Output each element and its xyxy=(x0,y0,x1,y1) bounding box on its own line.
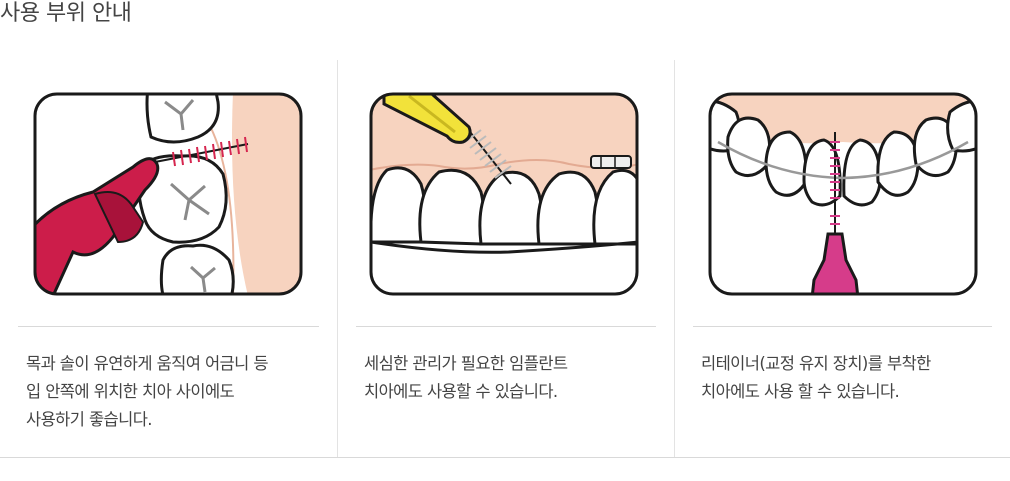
bottom-divider xyxy=(0,457,1010,458)
description-line: 목과 솔이 유연하게 움직여 어금니 등 xyxy=(26,354,269,373)
usage-cards: 목과 솔이 유연하게 움직여 어금니 등 입 안쪽에 위치한 치아 사이에도 사… xyxy=(0,60,1010,458)
card-divider xyxy=(18,326,319,327)
molar-interdental-brush-illustration xyxy=(33,92,303,296)
card-description: 목과 솔이 유연하게 움직여 어금니 등 입 안쪽에 위치한 치아 사이에도 사… xyxy=(26,350,319,434)
description-line: 사용하기 좋습니다. xyxy=(26,410,153,429)
description-line: 리테이너(교정 유지 장치)를 부착한 xyxy=(701,354,931,373)
usage-card-molar: 목과 솔이 유연하게 움직여 어금니 등 입 안쪽에 위치한 치아 사이에도 사… xyxy=(0,60,337,458)
retainer-brush-illustration xyxy=(708,92,978,296)
card-divider xyxy=(693,326,992,327)
usage-card-implant: 세심한 관리가 필요한 임플란트 치아에도 사용할 수 있습니다. xyxy=(337,60,674,458)
description-line: 치아에도 사용 할 수 있습니다. xyxy=(701,382,900,401)
description-line: 세심한 관리가 필요한 임플란트 xyxy=(364,354,568,373)
description-line: 치아에도 사용할 수 있습니다. xyxy=(364,382,558,401)
card-description: 세심한 관리가 필요한 임플란트 치아에도 사용할 수 있습니다. xyxy=(364,350,656,406)
usage-card-retainer: 리테이너(교정 유지 장치)를 부착한 치아에도 사용 할 수 있습니다. xyxy=(674,60,1010,458)
description-line: 입 안쪽에 위치한 치아 사이에도 xyxy=(26,382,235,401)
page-title: 사용 부위 안내 xyxy=(0,1,132,26)
card-divider xyxy=(356,326,656,327)
card-description: 리테이너(교정 유지 장치)를 부착한 치아에도 사용 할 수 있습니다. xyxy=(701,350,992,406)
implant-brush-illustration xyxy=(369,92,639,296)
